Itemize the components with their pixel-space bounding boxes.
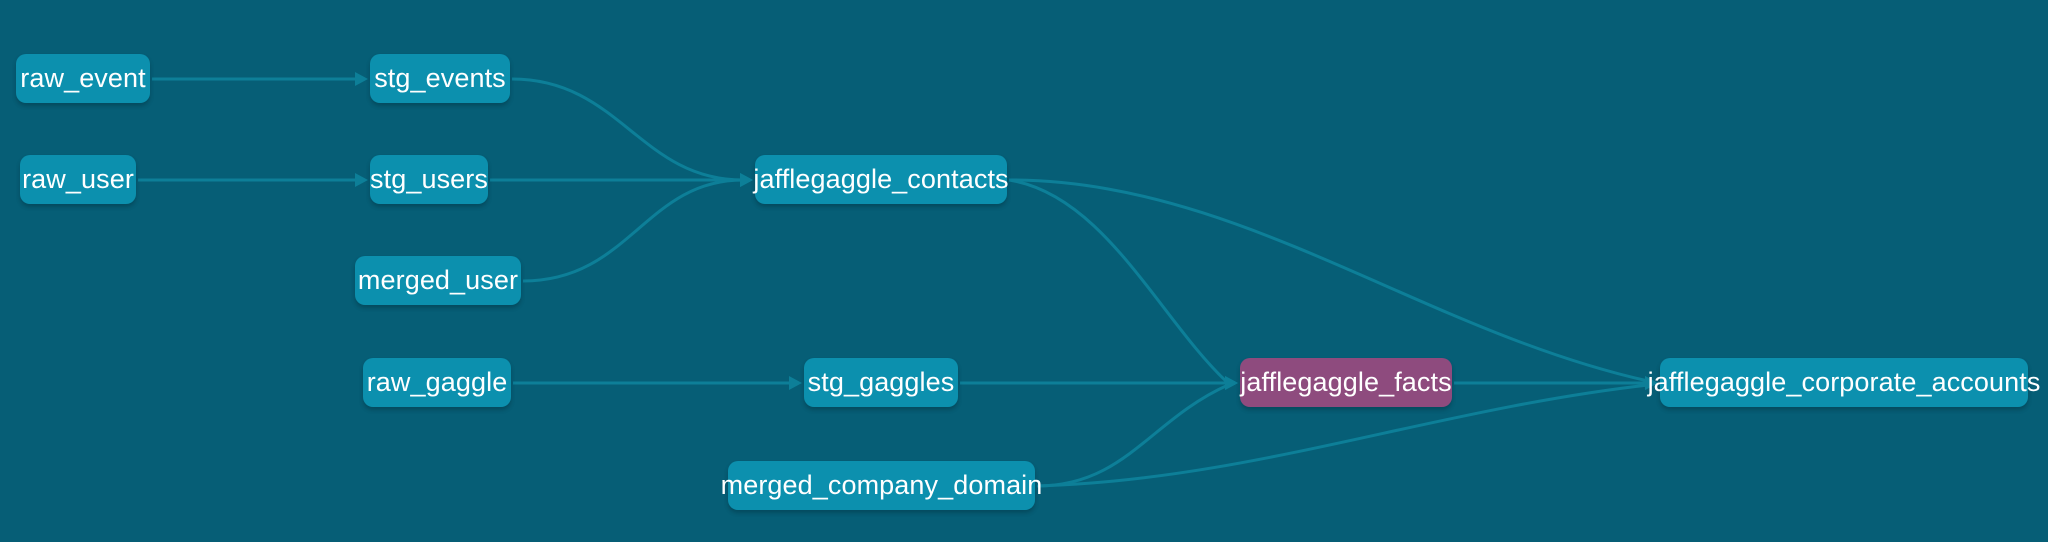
node-label: merged_user xyxy=(357,265,519,295)
node-merged_user[interactable]: merged_user xyxy=(355,256,521,305)
node-stg_events[interactable]: stg_events xyxy=(370,54,510,103)
arrow-head-icon xyxy=(1645,376,1658,390)
node-stg_gaggles[interactable]: stg_gaggles xyxy=(804,358,958,407)
node-jafflegaggle_corporate_accounts[interactable]: jafflegaggle_corporate_accounts xyxy=(1648,358,2040,407)
node-label: stg_gaggles xyxy=(807,367,955,397)
node-label: jafflegaggle_corporate_accounts xyxy=(1647,367,2041,397)
edge-jafflegaggle_contacts-to-jafflegaggle_corporate_accounts xyxy=(1008,178,1649,383)
edge-stg_events-to-jafflegaggle_contacts xyxy=(511,77,744,182)
arrow-head-icon xyxy=(1225,376,1238,390)
node-raw_user[interactable]: raw_user xyxy=(20,155,136,204)
edge-merged_company_domain-to-jafflegaggle_facts xyxy=(1036,383,1229,488)
node-label: jafflegaggle_contacts xyxy=(753,164,1009,194)
node-label: raw_gaggle xyxy=(366,367,508,397)
node-label: raw_event xyxy=(20,63,146,93)
node-label: stg_events xyxy=(374,63,506,93)
edge-merged_company_domain-to-jafflegaggle_corporate_accounts xyxy=(1036,383,1649,488)
node-raw_event[interactable]: raw_event xyxy=(16,54,150,103)
node-label: raw_user xyxy=(22,164,134,194)
node-label: jafflegaggle_facts xyxy=(1240,367,1452,397)
edge-jafflegaggle_contacts-to-jafflegaggle_facts xyxy=(1008,178,1230,385)
node-label: stg_users xyxy=(370,164,488,194)
arrow-head-icon xyxy=(355,72,368,86)
arrow-head-icon xyxy=(355,173,368,187)
node-merged_company_domain[interactable]: merged_company_domain xyxy=(721,461,1042,510)
arrow-head-icon xyxy=(789,376,802,390)
node-jafflegaggle_facts[interactable]: jafflegaggle_facts xyxy=(1240,358,1452,407)
edge-merged_user-to-jafflegaggle_contacts xyxy=(522,178,744,283)
node-jafflegaggle_contacts[interactable]: jafflegaggle_contacts xyxy=(753,155,1009,204)
node-raw_gaggle[interactable]: raw_gaggle xyxy=(363,358,511,407)
arrow-head-icon xyxy=(740,173,753,187)
node-stg_users[interactable]: stg_users xyxy=(370,155,488,204)
node-label: merged_company_domain xyxy=(720,470,1043,500)
